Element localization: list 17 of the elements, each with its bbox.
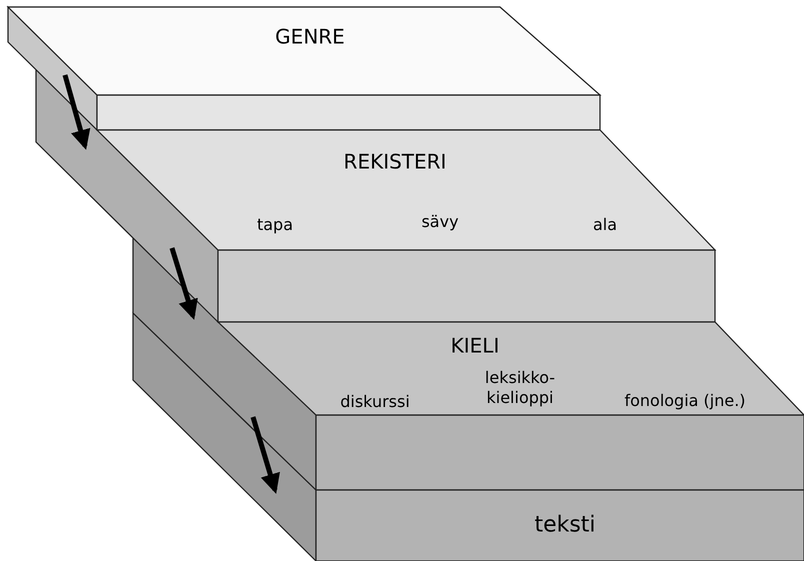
layer-item: ala xyxy=(592,215,618,235)
slab-top-face xyxy=(97,130,715,250)
arrow xyxy=(250,416,280,494)
arrow xyxy=(170,247,198,320)
layer-item: tapa xyxy=(256,215,294,235)
arrow xyxy=(62,74,90,150)
slab-front-face xyxy=(316,490,804,561)
layer-title: KIELI xyxy=(450,334,500,358)
layer-item: sävy xyxy=(421,212,459,232)
layer-title: GENRE xyxy=(275,24,345,50)
layer-item: leksikko- kielioppi xyxy=(484,368,556,408)
layer-title: REKISTERI xyxy=(344,150,446,174)
layer-item: fonologia (jne.) xyxy=(624,391,746,411)
layer-title: teksti xyxy=(534,511,596,539)
slab-top-face xyxy=(218,322,804,415)
slab-top-face xyxy=(8,7,600,95)
layer-item: diskurssi xyxy=(340,392,410,412)
